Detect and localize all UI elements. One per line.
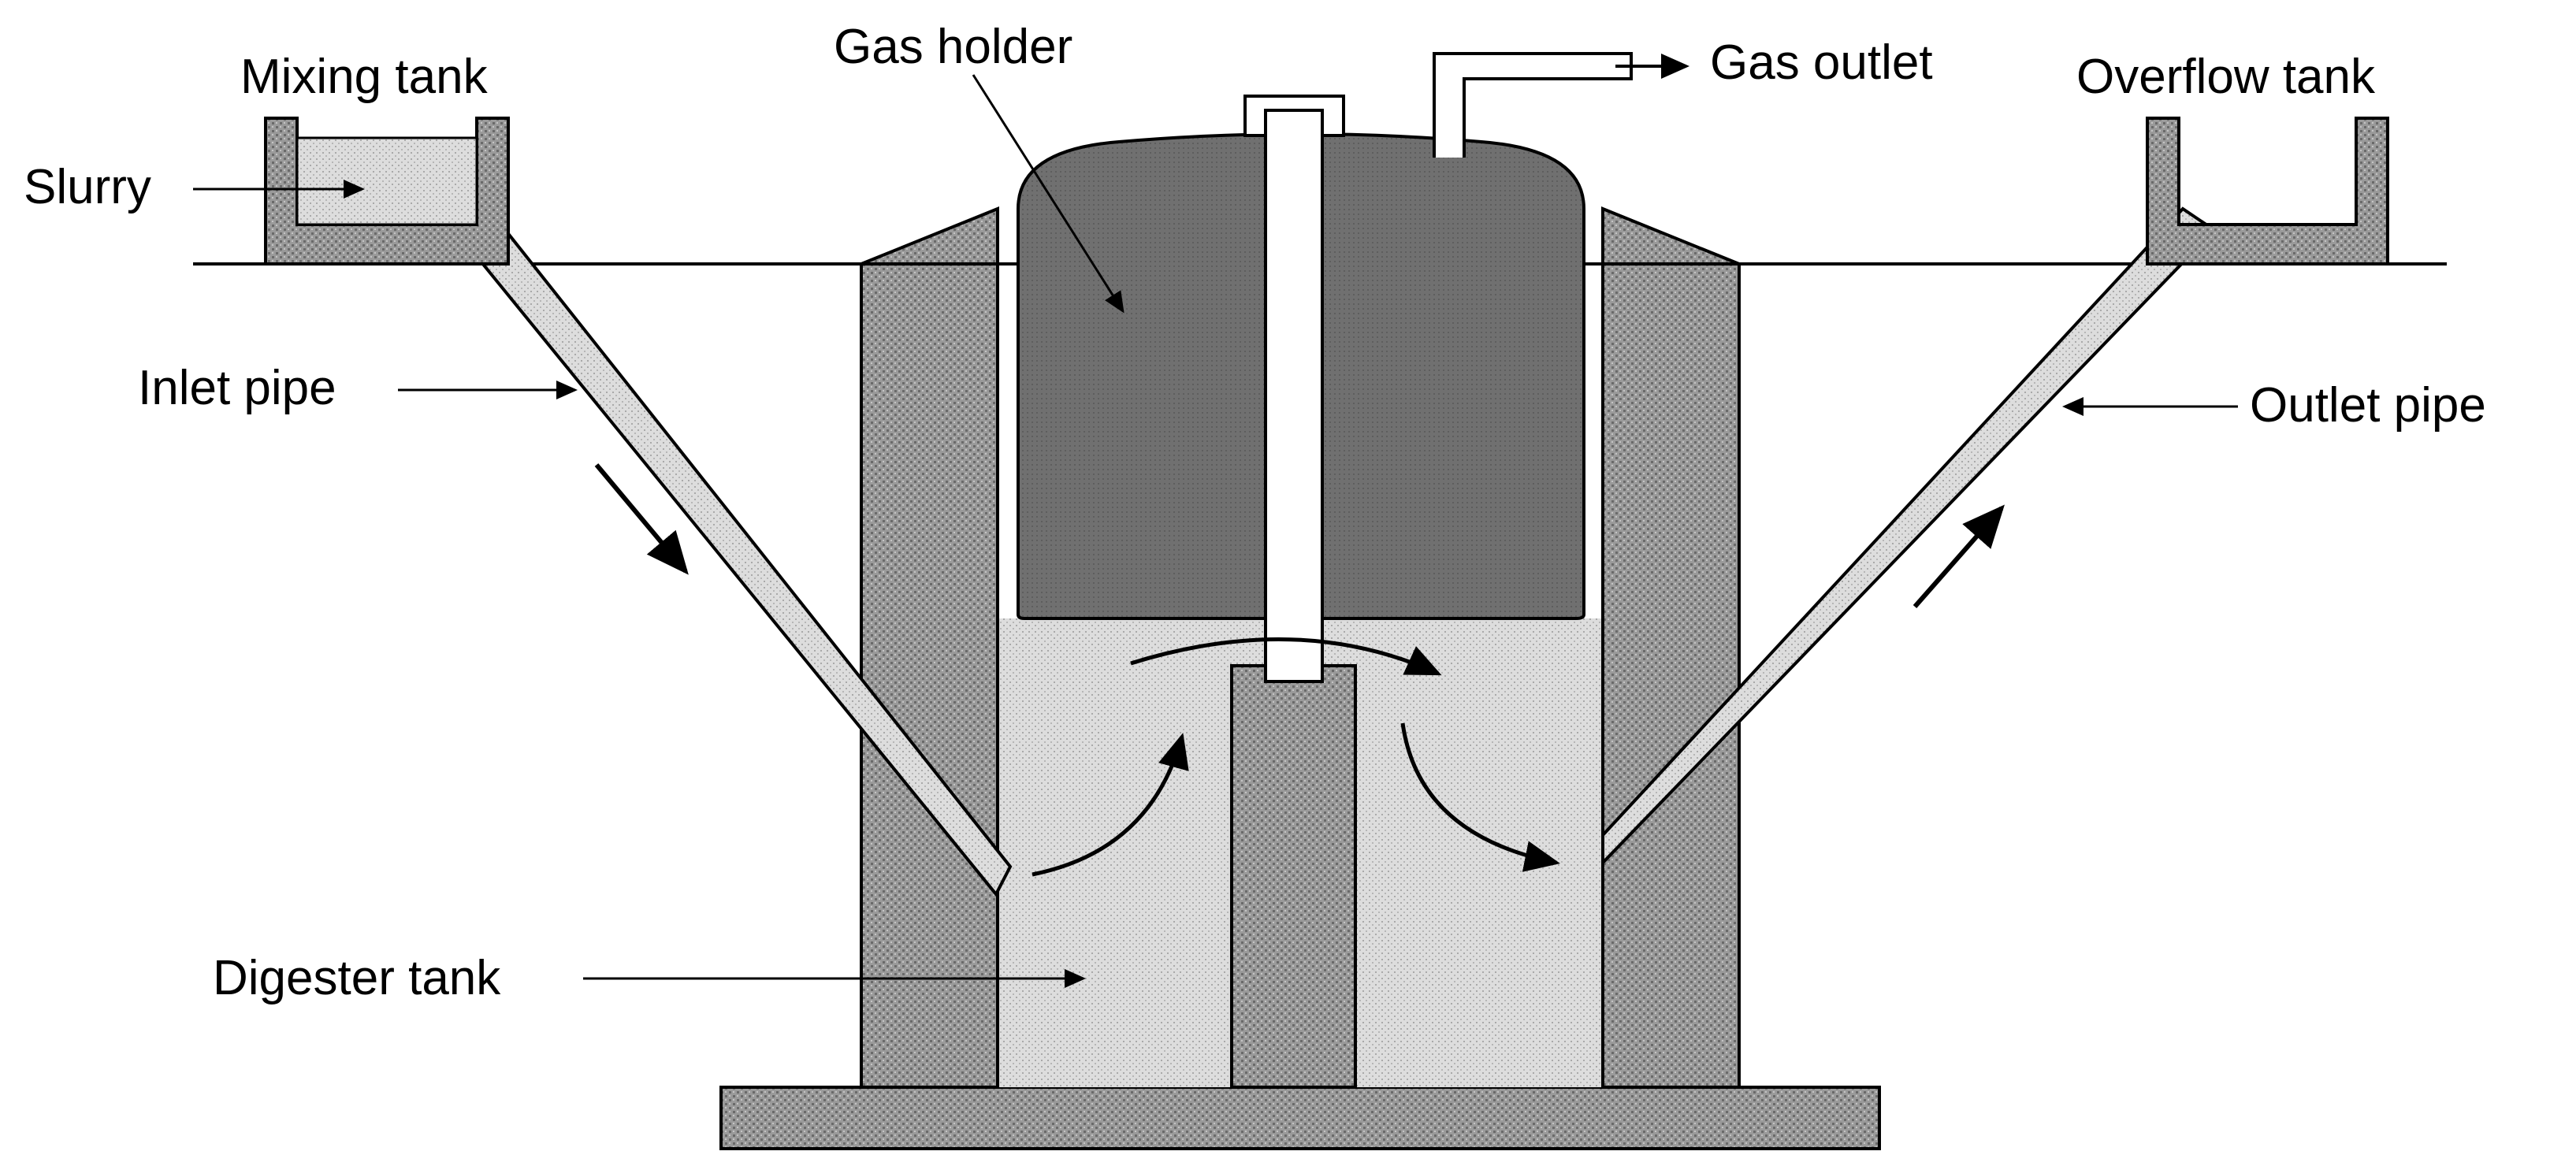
left-wall-cap <box>861 206 999 266</box>
digester-flow-arrow-2 <box>1130 637 1442 676</box>
guide-pipe <box>1264 109 1324 683</box>
gas-outlet-label: Gas outlet <box>1710 35 1933 90</box>
inlet-flow-arrow <box>594 463 689 575</box>
overflow-tank-label: Overflow tank <box>2076 50 2376 104</box>
digester-right-wall <box>1601 262 1741 1089</box>
outlet-pipe <box>1601 206 2217 867</box>
overflow-tank <box>2146 117 2389 266</box>
digester-tank-label: Digester tank <box>213 951 501 1005</box>
base-slab <box>719 1086 1881 1150</box>
outlet-flow-arrow <box>1912 504 2005 608</box>
partition-wall <box>1230 664 1357 1089</box>
digester-flow-arrow-3 <box>1400 722 1560 872</box>
digester-left-wall <box>860 262 999 1089</box>
right-wall-cap <box>1601 206 1740 266</box>
inlet-pipe-label: Inlet pipe <box>138 361 336 415</box>
mixing-tank-label: Mixing tank <box>240 50 489 104</box>
mixing-tank-slurry <box>296 136 478 226</box>
outlet-pipe-label: Outlet pipe <box>2250 378 2486 433</box>
gas-outlet-pipe <box>1433 52 1633 158</box>
gas-holder-label: Gas holder <box>834 20 1072 74</box>
slurry-label: Slurry <box>24 160 151 214</box>
digester-flow-arrow-1 <box>1032 733 1189 877</box>
gas-holder-pointer <box>972 74 1124 314</box>
